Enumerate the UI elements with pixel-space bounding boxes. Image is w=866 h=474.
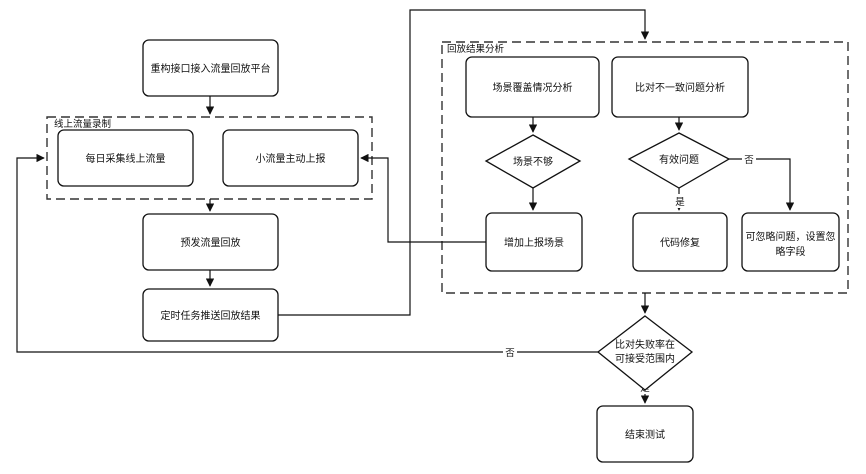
group-replay-analysis-title: 回放结果分析: [447, 43, 505, 55]
label-valid-no: 否: [744, 155, 754, 166]
node-add-report-scene-label: 增加上报场景: [504, 236, 564, 249]
node-timer-push-label: 定时任务推送回放结果: [161, 309, 261, 322]
decision-failure-rate-label-line1: 比对失败率在: [615, 338, 675, 351]
decision-failure-rate-label-line2: 可接受范围内: [615, 352, 675, 365]
node-small-traffic-report: 小流量主动上报: [222, 129, 359, 187]
decision-failure-rate: 比对失败率在 可接受范围内: [596, 315, 694, 391]
node-daily-collect-label: 每日采集线上流量: [86, 152, 166, 165]
decision-valid-issue: 有效问题: [627, 132, 731, 189]
decision-valid-issue-label: 有效问题: [659, 153, 699, 166]
decision-scene-lack: 场景不够: [484, 134, 582, 189]
decision-scene-lack-label: 场景不够: [513, 155, 553, 168]
node-add-report-scene: 增加上报场景: [485, 212, 583, 272]
node-ignore-issue: 可忽略问题，设置忽 略字段: [741, 212, 840, 272]
edge-add-scene-to-small: [360, 153, 486, 243]
group-online-recording-title: 线上流量录制: [54, 118, 111, 130]
label-rate-no: 否: [505, 348, 515, 359]
edge-valid-to-ignore: [729, 158, 795, 211]
node-coverage-analysis-label: 场景覆盖情况分析: [493, 81, 573, 94]
node-refactor-label: 重构接口接入流量回放平台: [151, 62, 271, 75]
node-timer-push: 定时任务推送回放结果: [142, 288, 279, 342]
node-mismatch-analysis-label: 比对不一致问题分析: [635, 81, 725, 94]
node-coverage-analysis: 场景覆盖情况分析: [465, 56, 600, 118]
node-refactor: 重构接口接入流量回放平台: [142, 39, 279, 97]
label-valid-yes: 是: [675, 197, 685, 208]
node-mismatch-analysis: 比对不一致问题分析: [611, 56, 749, 118]
node-daily-collect: 每日采集线上流量: [57, 129, 194, 187]
edge-timer-to-analysis: [278, 9, 650, 316]
node-code-fix-label: 代码修复: [660, 236, 700, 249]
node-ignore-issue-label-line2: 略字段: [776, 245, 806, 258]
edge-rate-to-record: [16, 153, 598, 353]
node-ignore-issue-label-line1: 可忽略问题，设置忽: [746, 230, 836, 243]
node-end-test: 结束测试: [596, 405, 694, 463]
node-small-traffic-report-label: 小流量主动上报: [256, 152, 326, 165]
node-end-test-label: 结束测试: [625, 428, 665, 441]
node-pre-replay: 预发流量回放: [142, 213, 279, 271]
node-code-fix: 代码修复: [632, 212, 728, 272]
node-pre-replay-label: 预发流量回放: [181, 236, 241, 249]
